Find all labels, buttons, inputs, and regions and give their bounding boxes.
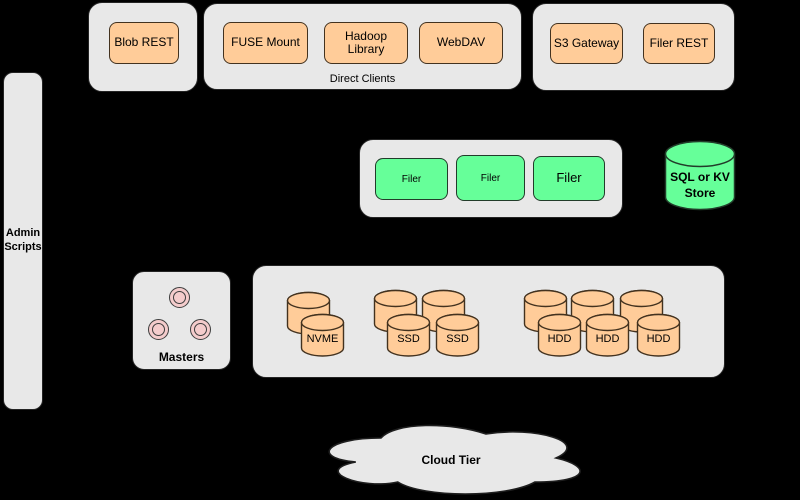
master-circle-inner xyxy=(151,322,165,336)
gateway-group: S3 Gateway Filer REST xyxy=(532,3,735,91)
direct-clients-group: FUSE Mount Hadoop Library WebDAV Direct … xyxy=(203,3,522,90)
direct-clients-caption: Direct Clients xyxy=(329,73,396,85)
hdd-cylinder: HDD xyxy=(636,313,681,358)
hdd-cylinder: HDD xyxy=(585,313,630,358)
ssd-cylinder: SSD xyxy=(386,313,431,358)
admin-scripts-panel: Admin Scripts xyxy=(3,72,43,410)
admin-scripts-label-line2: Scripts xyxy=(4,241,42,253)
admin-scripts-label-line1: Admin xyxy=(5,227,41,240)
hdd-label: HDD xyxy=(646,333,671,345)
webdav-node: WebDAV xyxy=(419,22,503,64)
masters-group: Masters xyxy=(132,271,231,370)
master-circle xyxy=(189,318,211,340)
cloud-icon xyxy=(328,424,581,495)
master-circle xyxy=(168,286,190,308)
kv-store-label-line2: Store xyxy=(684,185,716,200)
ssd-cylinder: SSD xyxy=(435,313,480,358)
filer-group: Filer Filer Filer xyxy=(359,139,623,218)
kv-store-label-line1: SQL or KV xyxy=(670,170,730,184)
master-circle xyxy=(147,318,169,340)
blob-group: Blob REST xyxy=(88,2,198,92)
master-circle-inner xyxy=(172,290,186,304)
volume-servers-group: NVME SSD SSD HDD xyxy=(252,265,725,378)
filer-node: Filer xyxy=(533,156,605,201)
database-cylinder-icon xyxy=(664,140,736,211)
blob-rest-node: Blob REST xyxy=(109,22,179,64)
masters-caption: Masters xyxy=(158,350,205,364)
master-circle-inner xyxy=(193,322,207,336)
ssd-label: SSD xyxy=(446,333,469,345)
filer-rest-node: Filer REST xyxy=(643,23,715,64)
fuse-mount-node: FUSE Mount xyxy=(223,22,308,64)
sql-kv-store-cylinder: SQL or KV Store xyxy=(664,140,736,212)
ssd-label: SSD xyxy=(397,333,420,345)
hdd-label: HDD xyxy=(547,333,572,345)
cloud-tier-shape: Cloud Tier xyxy=(309,416,593,500)
nvme-cylinder xyxy=(286,291,331,336)
filer-node: Filer xyxy=(456,155,525,201)
hdd-label: HDD xyxy=(595,333,620,345)
filer-node: Filer xyxy=(375,158,448,200)
hdd-cylinder: HDD xyxy=(537,313,582,358)
nvme-cylinder: NVME xyxy=(300,313,345,358)
hadoop-library-node: Hadoop Library xyxy=(324,22,408,64)
s3-gateway-node: S3 Gateway xyxy=(550,23,623,64)
nvme-label: NVME xyxy=(306,333,339,345)
cloud-tier-caption: Cloud Tier xyxy=(421,453,481,467)
